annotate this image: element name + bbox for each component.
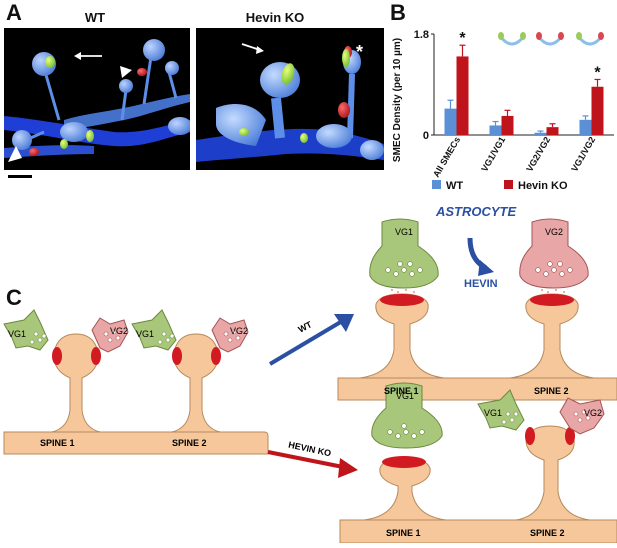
- bar-hevin-ko: [501, 115, 514, 135]
- x-tick-label: All SMECs: [431, 135, 462, 179]
- vg1-vg1-synapse-icon: [498, 32, 526, 46]
- x-tick-label: VG1/VG2: [569, 135, 597, 173]
- vg1-vg2-synapse-icon: [576, 32, 604, 46]
- panel-c-letter: C: [6, 285, 22, 310]
- legend-label-wt: WT: [446, 180, 463, 192]
- x-tick-label: VG1/VG1: [479, 135, 507, 173]
- significance-asterisk: *: [594, 64, 601, 81]
- vg2-vg2-synapse-icon: [536, 32, 564, 46]
- bar-wt: [444, 108, 457, 135]
- vg2-label-wt: VG2: [545, 227, 564, 237]
- spine-1-label: SPINE 1: [40, 438, 75, 448]
- vg1-label-wt: VG1: [395, 227, 414, 237]
- spine-2-label: SPINE 2: [172, 438, 207, 448]
- y-axis-label: SMEC Density (per 10 µm): [392, 38, 403, 162]
- legend-label-hevin-ko: Hevin KO: [518, 180, 568, 192]
- vg2-label-2: VG2: [230, 326, 249, 336]
- bar-wt: [579, 119, 592, 135]
- vg1-label-ko-small: VG1: [484, 408, 503, 418]
- x-tick-label: VG2/VG2: [524, 135, 552, 173]
- spine-1-label-wt: SPINE 1: [384, 386, 419, 396]
- legend-swatch-hevin-ko: [504, 180, 513, 189]
- hevin-label: HEVIN: [464, 278, 498, 290]
- vg2-label-1: VG2: [110, 326, 129, 336]
- smec-density-chart: SMEC Density (per 10 µm) 0 1.8 * * All SME…: [386, 20, 617, 200]
- synapse-schematic: VG1 VG2 VG1 VG2 SPINE 1 SPINE 2 WT HEVIN…: [0, 200, 617, 544]
- significance-asterisk-image: *: [356, 42, 364, 62]
- panel-a-letter: A: [6, 0, 22, 25]
- wt-micrograph: [4, 28, 190, 170]
- vg1-label-ko: VG1: [396, 391, 415, 401]
- vg1-label-2: VG1: [136, 329, 155, 339]
- legend-swatch-wt: [432, 180, 441, 189]
- y-tick-label: 1.8: [414, 29, 429, 41]
- wt-image-label: WT: [84, 10, 106, 25]
- significance-asterisk: *: [459, 30, 466, 47]
- vg2-label-ko-small: VG2: [584, 408, 603, 418]
- spine-1-label-ko: SPINE 1: [386, 528, 421, 538]
- astrocyte-label: ASTROCYTE: [436, 204, 517, 219]
- hevin-ko-micrograph: *: [196, 28, 384, 170]
- bar-hevin-ko: [591, 86, 604, 135]
- hevin-ko-image-label: Hevin KO: [245, 10, 305, 25]
- spine-2-label-wt: SPINE 2: [534, 386, 569, 396]
- vg1-label-1: VG1: [8, 329, 27, 339]
- bar-wt: [489, 125, 502, 135]
- spine-2-label-ko: SPINE 2: [530, 528, 565, 538]
- bar-hevin-ko: [456, 56, 469, 135]
- panel-b-letter: B: [390, 0, 406, 25]
- bar-hevin-ko: [546, 127, 559, 135]
- scale-bar: [8, 175, 32, 178]
- y-tick-label: 0: [423, 130, 429, 142]
- bar-wt: [534, 132, 547, 135]
